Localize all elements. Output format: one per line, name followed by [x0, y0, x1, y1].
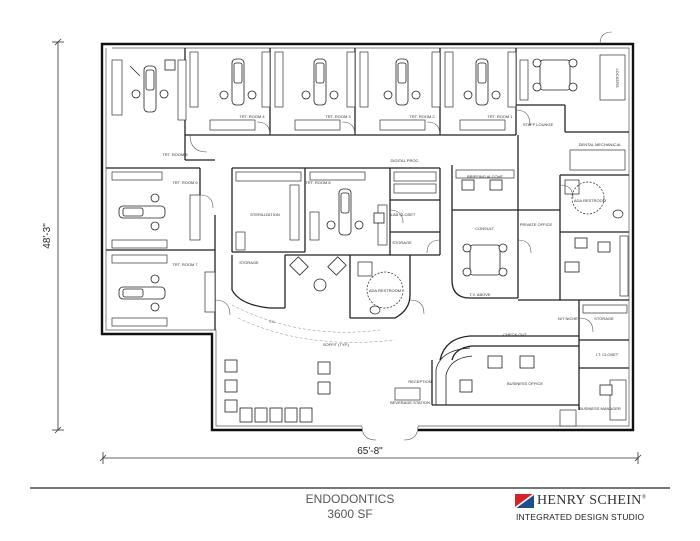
henry-schein-logo-icon	[515, 494, 534, 508]
project-title-block: ENDODONTICS 3600 SF	[270, 492, 430, 522]
label-soffit: SOFFIT (TYP.)	[323, 342, 350, 347]
label-lockers: LOCKERS	[615, 68, 620, 87]
width-dimension: 65'-8"	[357, 446, 383, 457]
label-trt8: TRT. ROOM 8	[305, 180, 331, 185]
exterior-walls	[100, 42, 635, 432]
footer-rule	[30, 487, 670, 489]
label-storage-b: STORAGE	[239, 260, 259, 265]
label-trt6: TRT. ROOM 6	[172, 180, 198, 185]
label-dental-mech: DENTAL MECHANICAL	[579, 142, 622, 147]
height-dimension: 48'-3"	[42, 223, 53, 249]
label-business-office: BUSINESS OFFICE	[507, 381, 543, 386]
label-trt3: TRT. ROOM 3	[325, 114, 351, 119]
brand-name: HENRY SCHEIN®	[537, 493, 647, 508]
label-trt2: TRT. ROOM 2	[409, 114, 435, 119]
label-storage-a: STORAGE	[392, 240, 412, 245]
label-digital-proc: DIGITAL PROC.	[391, 158, 420, 163]
label-beverage-station: BEVERAGE STATION	[390, 400, 430, 405]
label-trt4: TRT. ROOM 4	[239, 114, 265, 119]
ada-restrooms	[357, 179, 624, 315]
exterior-wall-inner	[105, 47, 630, 427]
brand-subtitle: INTEGRATED DESIGN STUDIO	[516, 512, 645, 522]
label-business-manager: BUSINESS MANAGER	[579, 406, 621, 411]
label-it-closet: I.T. CLOSET	[596, 352, 619, 357]
dental-chairs	[118, 58, 501, 312]
cabinetry	[111, 51, 629, 427]
project-name: ENDODONTICS	[305, 492, 395, 506]
label-consult: CONSULT.	[475, 226, 494, 231]
door-swings	[189, 31, 613, 441]
label-trt7: TRT. ROOM 7	[172, 262, 198, 267]
label-tv: T.V.	[269, 319, 276, 324]
project-area: 3600 SF	[327, 507, 373, 521]
dimension-lines	[52, 38, 642, 464]
label-trt1: TRT. ROOM 1	[487, 114, 513, 119]
room-labels: TRT. ROOM 4 TRT. ROOM 3 TRT. ROOM 2 TRT.…	[162, 68, 622, 411]
label-sterilization: STERILIZATION	[250, 212, 280, 217]
label-nt-niche: N/T NICHE	[558, 316, 578, 321]
furniture	[164, 58, 613, 423]
label-ada-restroom-b: ADA RESTROOM	[574, 198, 606, 203]
reception-counter	[435, 347, 473, 405]
label-trt5: TRT. ROOM 5	[162, 152, 188, 157]
label-private-office: PRIVATE OFFICE	[520, 222, 553, 227]
label-staff-lounge: STAFF LOUNGE	[523, 122, 554, 127]
label-check-out: CHECK OUT	[503, 332, 527, 337]
floor-plan: 48'-3" 65'-8"	[42, 31, 642, 464]
label-briefing-alcove: BRIEFING ALCOVE	[467, 174, 503, 179]
label-tv-above: T.V. ABOVE	[469, 292, 491, 297]
label-lab-closet: LAB CLOSET	[391, 212, 416, 217]
label-ada-restroom-a: ADA RESTROOM	[369, 288, 401, 293]
soffit-arcs	[231, 304, 396, 343]
label-storage-c: STORAGE	[594, 316, 614, 321]
label-reception: RECEPTION	[408, 379, 431, 384]
